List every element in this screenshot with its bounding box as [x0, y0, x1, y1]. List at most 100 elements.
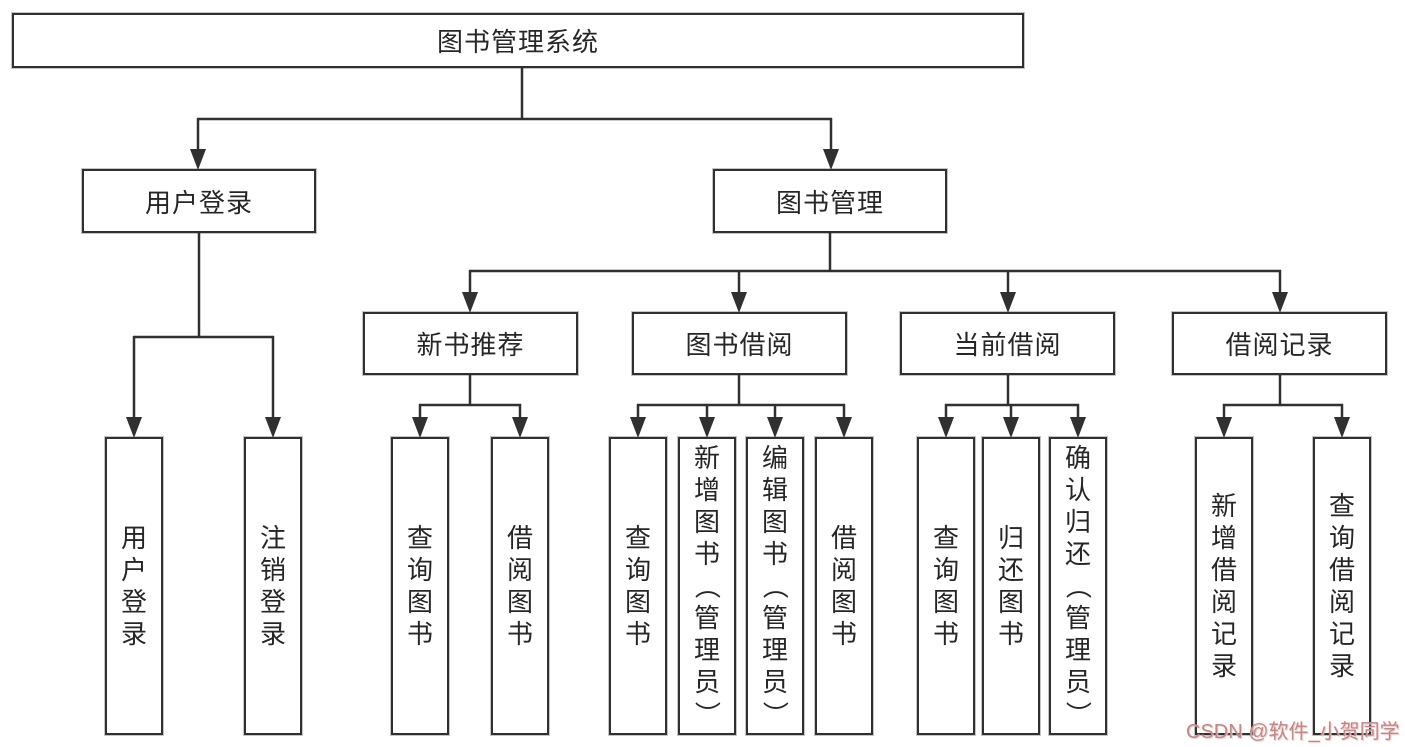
vertical-label-char: 书 — [932, 619, 959, 649]
vertical-label-char: （ — [1062, 572, 1093, 600]
node-query-book-borrow: 查询图书 — [609, 437, 667, 735]
vertical-label-char: 图 — [830, 587, 857, 617]
connector-root-children — [190, 68, 839, 170]
vertical-label-char: 录 — [1210, 651, 1237, 681]
vertical-label-char: 图 — [406, 587, 433, 617]
vertical-label-char: 增 — [693, 475, 720, 505]
vertical-label-char: 销 — [259, 555, 286, 585]
node-return-book: 归还图书 — [982, 437, 1040, 735]
vertical-label-char: 图 — [506, 587, 533, 617]
vertical-label-char: 归 — [997, 523, 1024, 553]
vertical-label-char: 辑 — [761, 475, 788, 505]
vertical-label-char: 还 — [1064, 539, 1091, 569]
vertical-label-char: 记 — [1328, 619, 1355, 649]
vertical-label-char: 管 — [693, 603, 720, 633]
vertical-label-char: 理 — [1064, 635, 1091, 665]
connector-book-borrow-children — [630, 375, 852, 438]
node-root: 图书管理系统 — [12, 13, 1024, 68]
node-borrow-records: 借阅记录 — [1172, 312, 1387, 375]
vertical-label-char: 增 — [1210, 523, 1237, 553]
vertical-label-char: 图 — [932, 587, 959, 617]
node-current-borrow: 当前借阅 — [900, 312, 1115, 375]
vertical-label-char: ） — [759, 700, 790, 728]
connector-current-borrow-children — [938, 375, 1086, 438]
node-new-book-recommend: 新书推荐 — [363, 312, 578, 375]
vertical-label-char: 录 — [259, 619, 286, 649]
vertical-label-char: 归 — [1064, 507, 1091, 537]
vertical-label-char: 新 — [693, 443, 720, 473]
vertical-label-char: 图 — [761, 507, 788, 537]
csdn-watermark: CSDN @软件_小贺同学 — [1186, 721, 1400, 743]
node-borrow-book-recommend: 借阅图书 — [491, 437, 549, 735]
vertical-label-char: 书 — [693, 539, 720, 569]
node-borrow-book-borrow: 借阅图书 — [815, 437, 873, 735]
vertical-label-char: 书 — [761, 539, 788, 569]
vertical-label-char: 新 — [1210, 491, 1237, 521]
vertical-label-char: 员 — [693, 667, 720, 697]
vertical-label-char: 理 — [761, 635, 788, 665]
node-query-book-current: 查询图书 — [917, 437, 975, 735]
vertical-label-char: 查 — [624, 523, 651, 553]
vertical-label-char: 阅 — [1210, 587, 1237, 617]
vertical-label-char: 阅 — [506, 555, 533, 585]
vertical-label-char: 编 — [761, 443, 788, 473]
vertical-label-char: 管 — [761, 603, 788, 633]
node-add-borrow-record: 新增借阅记录 — [1195, 437, 1253, 735]
vertical-label-char: 书 — [506, 619, 533, 649]
vertical-label-char: 询 — [624, 555, 651, 585]
vertical-label-char: 阅 — [830, 555, 857, 585]
vertical-label-char: 图 — [624, 587, 651, 617]
vertical-label-char: 录 — [120, 619, 147, 649]
vertical-label-char: （ — [691, 572, 722, 600]
node-login: 用户登录 — [105, 437, 163, 735]
vertical-label-char: 员 — [1064, 667, 1091, 697]
vertical-label-char: 确 — [1064, 443, 1091, 473]
vertical-label-char: 查 — [406, 523, 433, 553]
vertical-label-char: 录 — [1328, 651, 1355, 681]
connector-book-management-children — [462, 233, 1288, 313]
vertical-label-char: 图 — [997, 587, 1024, 617]
vertical-label-char: 阅 — [1328, 587, 1355, 617]
vertical-label-char: 借 — [830, 523, 857, 553]
vertical-label-char: 询 — [406, 555, 433, 585]
node-query-book-recommend: 查询图书 — [391, 437, 449, 735]
vertical-label-char: 登 — [120, 587, 147, 617]
vertical-label-char: 借 — [1328, 555, 1355, 585]
node-confirm-return-admin: 确认归还 （ 管理员 ） — [1049, 437, 1107, 735]
vertical-label-char: 询 — [1328, 523, 1355, 553]
vertical-label-char: 登 — [259, 587, 286, 617]
node-book-borrow: 图书借阅 — [632, 312, 847, 375]
vertical-label-char: 记 — [1210, 619, 1237, 649]
vertical-label-char: 认 — [1064, 475, 1091, 505]
vertical-label-char: 查 — [1328, 491, 1355, 521]
node-add-book-admin: 新增图书 （ 管理员 ） — [678, 437, 736, 735]
vertical-label-char: ） — [691, 700, 722, 728]
vertical-label-char: 借 — [506, 523, 533, 553]
vertical-label-char: 还 — [997, 555, 1024, 585]
connector-borrow-records-children — [1216, 375, 1350, 438]
vertical-label-char: 书 — [830, 619, 857, 649]
node-user-login: 用户登录 — [82, 169, 316, 233]
vertical-label-char: 查 — [932, 523, 959, 553]
vertical-label-char: 理 — [693, 635, 720, 665]
vertical-label-char: 书 — [406, 619, 433, 649]
node-book-management: 图书管理 — [713, 169, 947, 233]
vertical-label-char: 用 — [120, 523, 147, 553]
vertical-label-char: 管 — [1064, 603, 1091, 633]
node-edit-book-admin: 编辑图书 （ 管理员 ） — [746, 437, 804, 735]
vertical-label-char: 员 — [761, 667, 788, 697]
vertical-label-char: 书 — [624, 619, 651, 649]
vertical-label-char: 书 — [997, 619, 1024, 649]
node-logout: 注销登录 — [244, 437, 302, 735]
node-query-borrow-record: 查询借阅记录 — [1313, 437, 1371, 735]
connector-new-book-recommend-children — [412, 375, 528, 438]
vertical-label-char: （ — [759, 572, 790, 600]
vertical-label-char: 图 — [693, 507, 720, 537]
vertical-label-char: ） — [1062, 700, 1093, 728]
vertical-label-char: 注 — [259, 523, 286, 553]
vertical-label-char: 户 — [120, 555, 147, 585]
vertical-label-char: 询 — [932, 555, 959, 585]
connector-user-login-children — [126, 233, 281, 438]
